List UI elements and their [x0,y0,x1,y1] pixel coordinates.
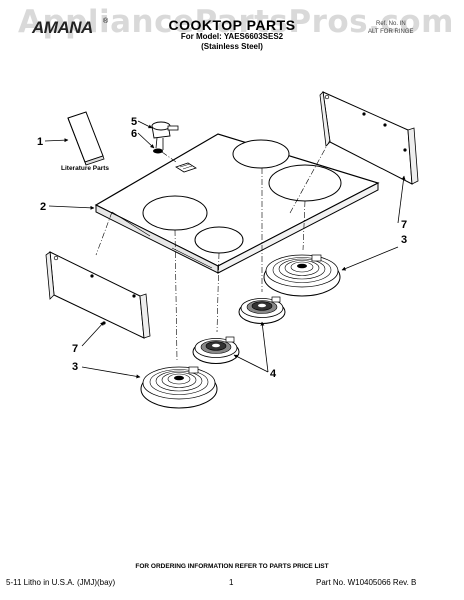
brand-logo: AMANA [32,18,93,37]
page-number: 1 [229,578,234,587]
watermark-text: AppliancePartsPros.com [18,4,454,40]
header-right-line-1: Ref. No. IN [376,21,406,27]
heating-element-small-upper [238,296,286,324]
part-number: Part No. W10405066 Rev. B [316,578,417,587]
callout-3-left: 3 [72,361,78,373]
rear-bracket-right [319,91,419,185]
literature-parts-label: Literature Parts [61,165,109,172]
indicator-switch-assembly [151,121,179,154]
callout-2: 2 [40,201,46,213]
glass-cooktop [94,133,380,274]
callout-3-right: 3 [401,234,407,246]
page-title: COOKTOP PARTS [168,17,296,33]
literature-parts-booklet [67,111,105,166]
callout-7-right: 7 [401,219,407,231]
callout-6: 6 [131,128,137,140]
registered-mark: ® [103,18,109,25]
front-bracket-left [45,251,151,339]
alignment-lines [95,139,331,361]
callout-4: 4 [270,368,277,380]
heating-element-large-right [263,254,341,297]
model-line: For Model: YAES6603SES2 [180,32,284,41]
leader-lines [44,120,406,379]
callout-1: 1 [37,136,43,148]
litho-info: 5-11 Litho in U.S.A. (JMJ)(bay) [6,578,116,587]
callout-7-left: 7 [72,343,78,355]
heating-element-large-left [140,366,218,409]
ordering-note: FOR ORDERING INFORMATION REFER TO PARTS … [135,563,329,570]
callout-5: 5 [131,116,137,128]
heating-element-small-lower [192,336,240,364]
finish-label: (Stainless Steel) [201,42,263,51]
header-right-line-2: ALT FOR RINGE [368,29,414,35]
